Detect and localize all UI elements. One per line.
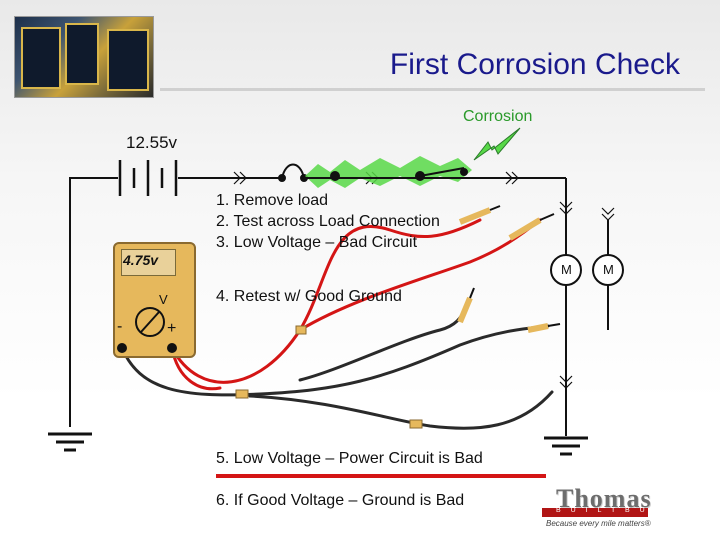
multimeter-jack-positive [167, 343, 177, 353]
black-lead-lower [248, 390, 554, 430]
black-lead-meter-to-ground [120, 324, 550, 397]
motor-left-bottom-connector-b [559, 381, 573, 389]
connector-mark-5 [505, 171, 513, 185]
multimeter-jack-negative [117, 343, 127, 353]
multimeter-positive-label: + [167, 320, 177, 337]
school-bus-photo [14, 16, 154, 98]
connector-mark-1 [233, 171, 241, 185]
multimeter-mode-label: V [159, 292, 168, 307]
connector-mark-6 [511, 171, 519, 185]
motor-left-top-connector-a [559, 201, 573, 209]
switch-blade [419, 167, 465, 177]
probe-ground-body [527, 323, 549, 333]
probe-motor-body [508, 217, 542, 241]
motor-right-label: M [603, 262, 614, 277]
battery-icon [118, 160, 178, 196]
corrosion-label: Corrosion [463, 108, 533, 125]
probe-retest-tip [469, 287, 475, 299]
battery-voltage-label: 12.55v [126, 133, 178, 152]
motor-left-bottom-connector-a [559, 375, 573, 383]
slide-title-text: First Corrosion Check [389, 48, 680, 81]
corrosion-glow [305, 156, 472, 188]
connector-mark-2 [239, 171, 247, 185]
battery-to-left-rail-wire [69, 177, 118, 427]
probe-ground-tip [547, 323, 561, 327]
motor-right-top-connector-a [601, 207, 615, 215]
probe-connection [458, 205, 501, 225]
motor-right-connectors [601, 207, 615, 330]
probe-motor-tip [539, 213, 555, 221]
step-2: 2. Test across Load Connection [216, 213, 440, 230]
switch-icon [330, 167, 468, 181]
lead-clip-left [235, 389, 249, 399]
fuse-icon [278, 163, 308, 182]
step-6: 6. If Good Voltage – Ground is Bad [216, 492, 465, 509]
ground-icon-right [544, 436, 588, 456]
fuse-symbol [281, 163, 305, 179]
slide-title: First Corrosion Check [0, 48, 680, 82]
switch-terminal-a [330, 171, 340, 181]
multimeter-reading: 4.75v [123, 252, 159, 268]
multimeter-dial-pointer [140, 311, 160, 333]
fuse-terminal-left [278, 174, 286, 182]
lead-clip-upper [295, 325, 307, 335]
bus-window-right [107, 29, 149, 91]
bus-window-middle [65, 23, 99, 85]
probe-retest-body [457, 296, 473, 324]
switch-contact [460, 168, 468, 176]
probe-connection-body [458, 207, 492, 225]
probe-ground [527, 323, 561, 333]
step-3: 3. Low Voltage – Bad Circuit [216, 234, 418, 251]
title-underline [160, 88, 705, 91]
motor-left-label: M [561, 262, 572, 277]
step-4: 4. Retest w/ Good Ground [216, 288, 402, 305]
logo-tagline: Because every mile matters® [546, 519, 651, 528]
ground-icon-left [48, 432, 92, 452]
step-5: 5. Low Voltage – Power Circuit is Bad [216, 450, 483, 467]
probe-icon-group [235, 205, 561, 429]
corrosion-arrow [473, 127, 521, 161]
bus-window-left [21, 27, 61, 89]
motor-left-circle [550, 254, 582, 286]
multimeter-display [121, 249, 176, 276]
probe-connection-tip [489, 205, 501, 211]
motor-icon [550, 254, 624, 286]
logo-band [542, 508, 648, 517]
step-1: 1. Remove load [216, 192, 329, 209]
thomas-logo [538, 480, 650, 530]
logo-subtitle: B U I L T B U S E S [556, 507, 693, 514]
motor-left-connectors [559, 201, 573, 389]
lead-clip-right [409, 419, 423, 429]
red-lead-meter-to-connection [170, 218, 482, 384]
highlight-bar [216, 474, 546, 478]
probe-retest [457, 287, 475, 324]
multimeter-negative-label: - [117, 318, 123, 335]
motor-right-circle [592, 254, 624, 286]
probe-motor [508, 213, 555, 241]
